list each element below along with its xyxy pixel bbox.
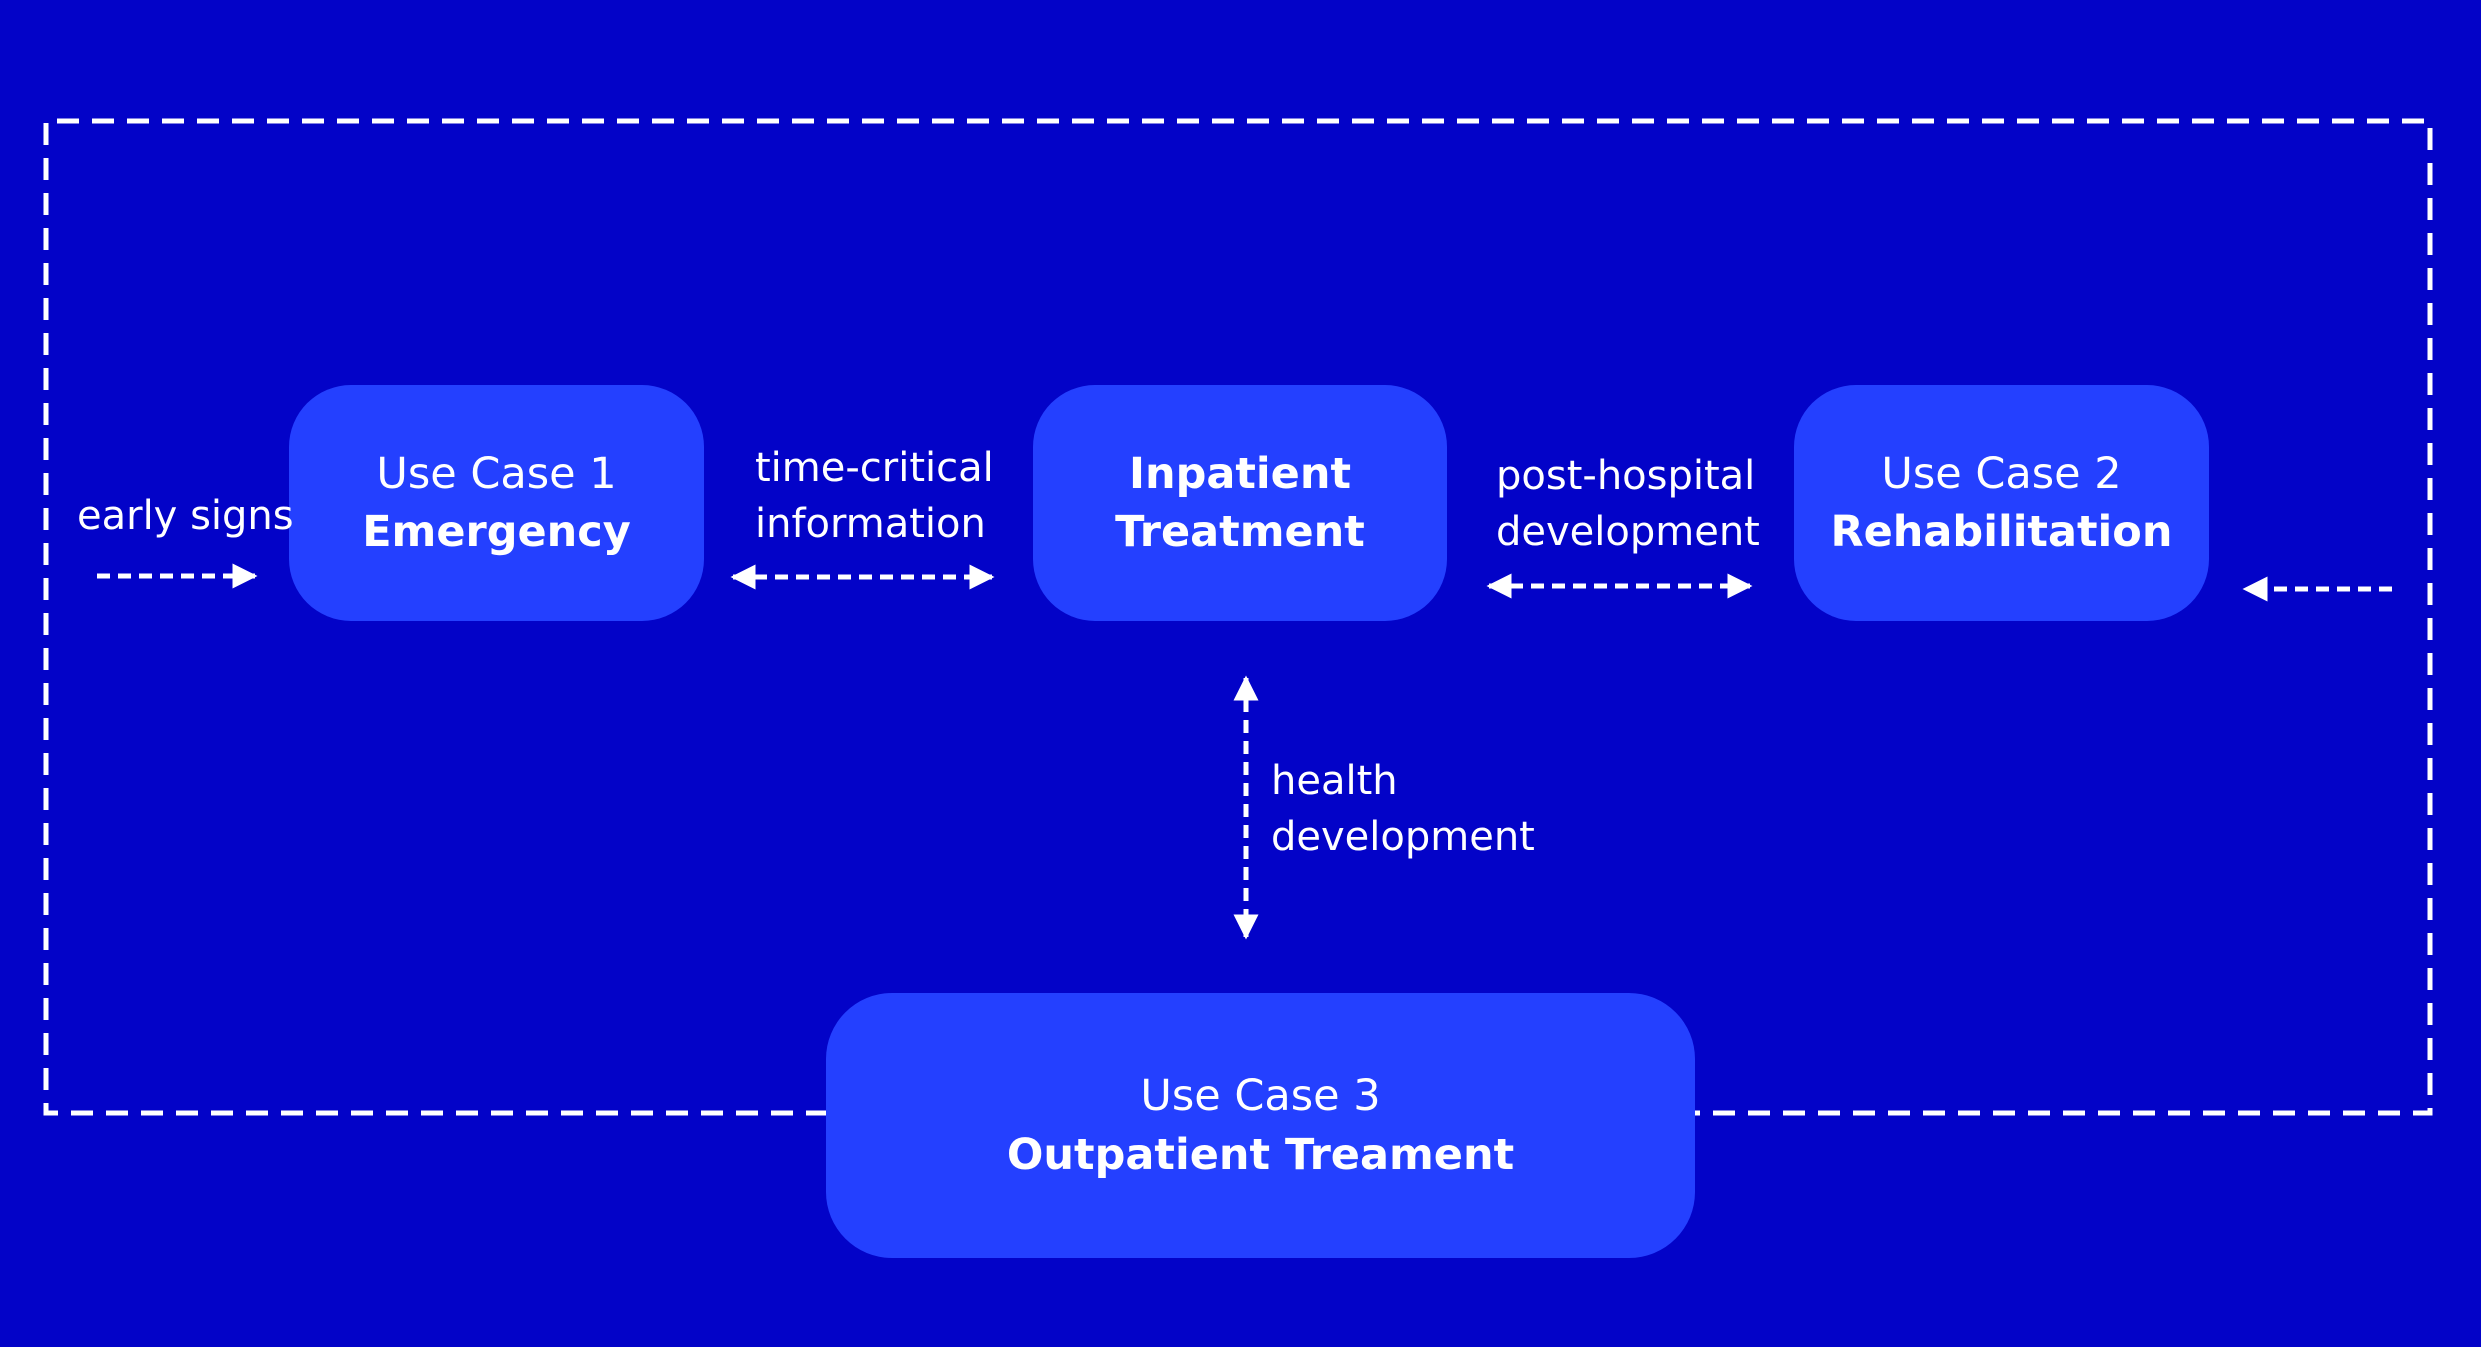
emergency-box: Use Case 1 Emergency [289,385,704,621]
inpatient-treatment-box: Inpatient Treatment [1033,385,1447,621]
outpatient-treatment-box: Use Case 3 Outpatient Treament [826,993,1695,1258]
inpatient-title-line1: Inpatient [1128,448,1352,499]
post-hospital-label: post-hospital development [1496,453,1760,555]
rehabilitation-use-case-label: Use Case 2 [1881,448,2122,499]
rehabilitation-box: Use Case 2 Rehabilitation [1794,385,2209,621]
outpatient-title: Outpatient Treament [1006,1129,1515,1180]
emergency-use-case-label: Use Case 1 [376,448,617,499]
health-development-label: health development [1271,758,1535,860]
time-critical-label: time-critical information [755,445,994,547]
outpatient-use-case-label: Use Case 3 [1140,1071,1381,1122]
early-signs-label: early signs [77,493,294,539]
outer-dashed-frame [43,118,2433,1116]
inpatient-title-line2: Treatment [1115,507,1365,557]
emergency-title: Emergency [362,507,631,557]
rehabilitation-title: Rehabilitation [1830,507,2173,557]
